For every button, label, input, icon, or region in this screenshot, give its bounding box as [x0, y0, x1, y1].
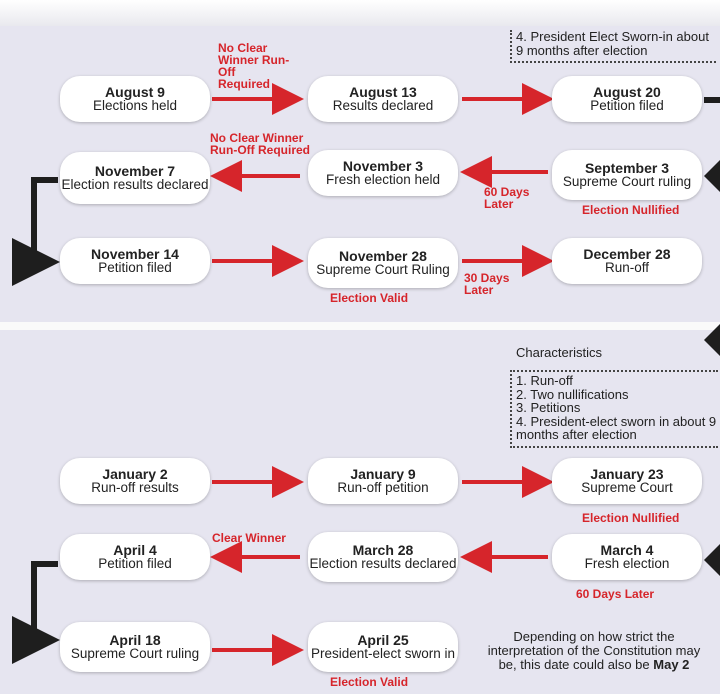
connector-apr4-apr18	[12, 561, 60, 664]
characteristics-list: 1. Run-off 2. Two nullifications 3. Peti…	[510, 370, 718, 448]
footnote-may-2: Depending on how strict the interpretati…	[487, 629, 701, 672]
characteristics-title: Characteristics	[516, 345, 602, 360]
label-election-nullified-1: Election Nullified	[582, 203, 680, 217]
top-bar	[0, 0, 720, 26]
label-election-nullified-2: Election Nullified	[582, 511, 680, 525]
characteristic-4: 4. President-elect sworn in about 9 mont…	[516, 413, 717, 442]
connector-right-2	[704, 160, 720, 192]
connector-right-3	[704, 324, 720, 356]
label-clear-winner: Clear Winner	[212, 531, 286, 545]
label-no-clear-winner-1: No Clear Winner Run-Off Required	[218, 41, 290, 91]
label-60-days-later-2: 60 Days Later	[576, 587, 655, 601]
characteristic-3: 3. Petitions	[516, 400, 581, 415]
connector-nov7-nov14	[12, 177, 60, 286]
label-election-valid-2: Election Valid	[330, 675, 409, 689]
characteristic-2: 2. Two nullifications	[516, 386, 629, 402]
characteristic-1: 1. Run-off	[516, 373, 573, 388]
label-30-days-later: 30 Days Later	[464, 271, 510, 297]
label-no-clear-winner-2: No Clear Winner Run-Off Required	[210, 131, 310, 157]
panel-divider	[0, 322, 720, 330]
connector-right-4	[704, 544, 720, 576]
label-election-valid-1: Election Valid	[330, 291, 409, 305]
note-sworn-in-top: 4. President Elect Sworn-in about 9 mont…	[510, 30, 716, 63]
label-60-days-later-1: 60 Days Later	[484, 185, 530, 211]
